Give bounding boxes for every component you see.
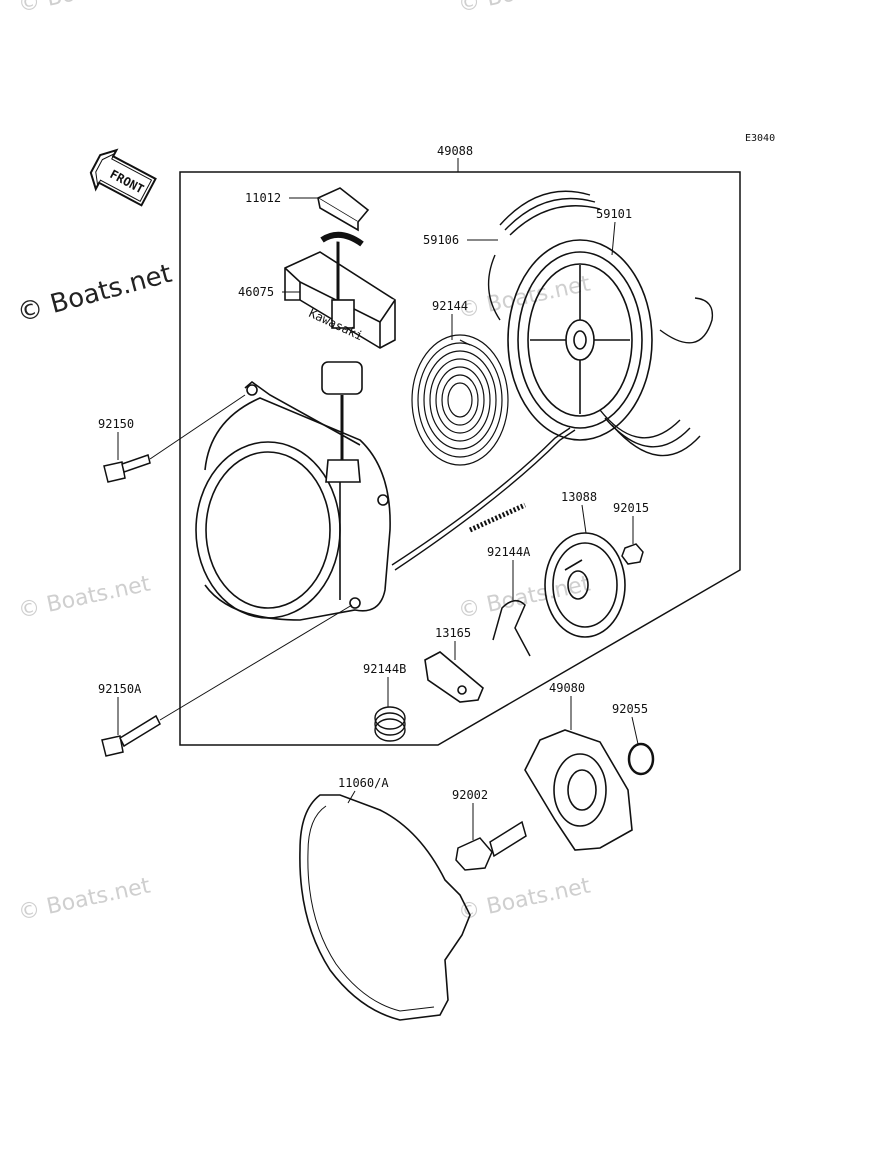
starter-case [195,380,391,621]
label-59101: 59101 [596,207,632,221]
label-92144A: 92144A [487,545,531,559]
leader-92150A-case [159,604,353,721]
watermark: © Boats.net [456,0,593,18]
watermark-main: © Boats.net [14,259,175,329]
watermarks: © Boats.net © Boats.net © Boats.net © Bo… [14,0,593,926]
front-arrow-icon: FRONT [89,148,157,207]
gasket-inner [307,805,435,1012]
spring-92144B [374,706,406,742]
handle-cap [316,187,370,232]
label-11012: 11012 [245,191,281,205]
watermark: © Boats.net [16,0,153,18]
part-labels: 49088 11012 46075 59106 59101 92144 9215… [98,144,649,840]
reel [507,239,653,441]
handle-assembly [284,231,396,483]
bolt-92150A [101,714,161,757]
label-92144B: 92144B [363,662,406,676]
label-92150: 92150 [98,417,134,431]
pawl-13165 [424,651,484,703]
label-92002: 92002 [452,788,488,802]
pulley-49080 [524,729,633,851]
watermark: © Boats.net [16,571,153,623]
label-92015: 92015 [613,501,649,515]
label-59106: 59106 [423,233,459,247]
label-13165: 13165 [435,626,471,640]
watermark: © Boats.net [456,873,593,925]
label-11060A: 11060/A [338,776,389,790]
gasket-11060A [299,794,471,1021]
label-92144: 92144 [432,299,468,313]
spring-92144A [492,599,531,657]
label-92055: 92055 [612,702,648,716]
assembly-frame [179,171,741,746]
bolt-92002 [455,820,527,871]
label-13088: 13088 [561,490,597,504]
bolt-92150 [103,454,151,483]
o-ring-92055 [627,742,655,776]
ratchet [544,532,626,638]
spiral-spring [411,334,509,466]
nut-92015 [621,543,644,565]
watermark: © Boats.net [16,873,153,925]
rope [391,190,714,571]
diagram-code: E3040 [745,133,775,144]
label-49088: 49088 [437,144,473,158]
label-49080: 49080 [549,681,585,695]
label-46075: 46075 [238,285,274,299]
watermark: © Boats.net [456,271,593,323]
leader-92150-case [149,394,246,460]
label-92150A: 92150A [98,682,142,696]
